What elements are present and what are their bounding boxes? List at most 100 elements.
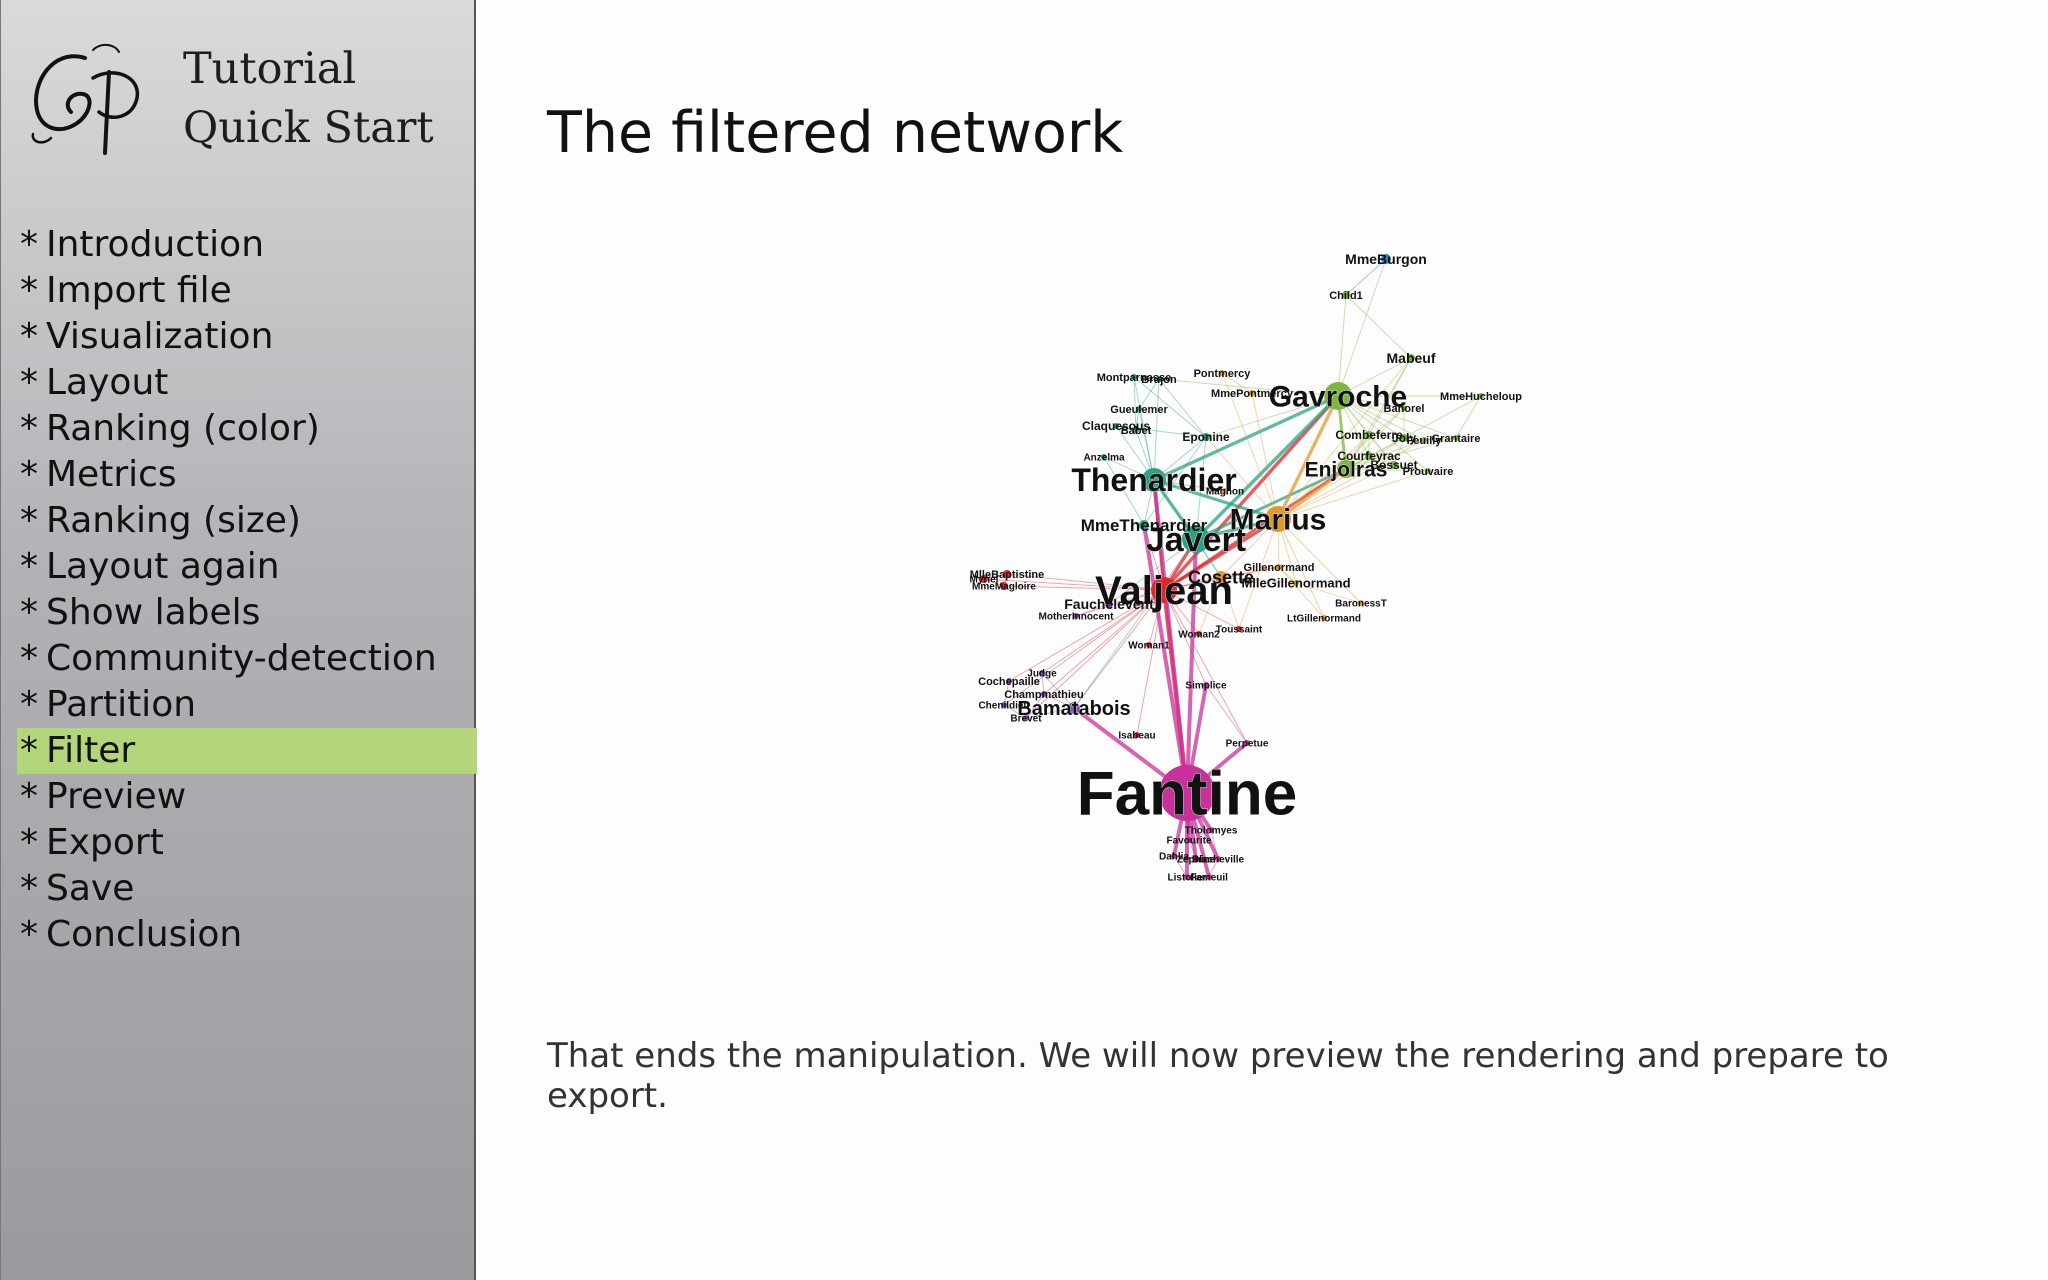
graph-node bbox=[1358, 600, 1364, 606]
graph-node-label: Combeferre bbox=[1335, 428, 1403, 442]
graph-node bbox=[1151, 577, 1177, 603]
graph-node bbox=[1342, 291, 1350, 299]
graph-node-label: Prouvaire bbox=[1403, 466, 1454, 478]
nav-item-filter[interactable]: *Filter bbox=[17, 728, 477, 774]
graph-edge bbox=[1188, 829, 1212, 841]
nav-item-partition[interactable]: *Partition bbox=[17, 682, 477, 728]
graph-edge bbox=[1277, 464, 1395, 520]
nav-item-ranking-color[interactable]: *Ranking (color) bbox=[17, 406, 477, 452]
graph-edge bbox=[1277, 518, 1362, 604]
graph-edge bbox=[1143, 436, 1207, 526]
graph-edge bbox=[1075, 589, 1165, 617]
graph-edge bbox=[1423, 437, 1457, 441]
graph-edge bbox=[1158, 378, 1339, 397]
nav-item-introduction[interactable]: *Introduction bbox=[17, 222, 477, 268]
nav-item-metrics[interactable]: *Metrics bbox=[17, 452, 477, 498]
nav-bullet: * bbox=[20, 822, 38, 863]
graph-node bbox=[1006, 678, 1012, 684]
nav-item-conclusion[interactable]: *Conclusion bbox=[17, 912, 477, 958]
graph-edge bbox=[1221, 372, 1279, 520]
graph-node-label: Montparnasse bbox=[1097, 372, 1172, 384]
graph-node-label: Joly bbox=[1392, 431, 1416, 445]
graph-edge bbox=[1173, 855, 1197, 860]
graph-edge bbox=[1277, 437, 1405, 520]
graph-edge bbox=[1135, 408, 1140, 431]
graph-edge bbox=[1368, 434, 1395, 466]
graph-edge bbox=[1295, 582, 1362, 604]
graph-node-label: Woman1 bbox=[1128, 641, 1170, 652]
graph-node bbox=[1453, 435, 1459, 441]
app-title-line1: Tutorial bbox=[183, 44, 357, 94]
app-title: Tutorial Quick Start bbox=[183, 40, 434, 158]
graph-node bbox=[1101, 454, 1107, 460]
graph-node-label: Simplice bbox=[1185, 681, 1227, 692]
nav-item-show-labels[interactable]: *Show labels bbox=[17, 590, 477, 636]
graph-node bbox=[980, 575, 988, 583]
graph-node-label: MmeHucheloup bbox=[1440, 391, 1522, 403]
nav-item-community-detection[interactable]: *Community-detection bbox=[17, 636, 477, 682]
graph-edge bbox=[1238, 518, 1279, 630]
graph-edge bbox=[1185, 538, 1198, 794]
graph-node bbox=[1186, 837, 1192, 843]
graph-edge bbox=[1153, 378, 1160, 481]
graph-edge bbox=[1455, 395, 1482, 439]
graph-edge bbox=[1153, 394, 1339, 482]
nav-item-label: Filter bbox=[46, 730, 136, 771]
graph-node bbox=[1003, 570, 1011, 578]
graph-node-label: Tholomyes bbox=[1185, 826, 1238, 837]
graph-node-label: Fameuil bbox=[1190, 873, 1228, 884]
graph-edge bbox=[1025, 693, 1045, 719]
graph-edge bbox=[1220, 518, 1279, 578]
graph-edge bbox=[1133, 376, 1155, 481]
page-title: The filtered network bbox=[547, 100, 1124, 166]
graph-node-label: Gueulemer bbox=[1110, 404, 1168, 416]
graph-edge bbox=[1198, 576, 1222, 635]
graph-node-label: MmeMagloire bbox=[972, 582, 1036, 593]
graph-edge bbox=[1220, 576, 1240, 630]
nav-item-layout[interactable]: *Layout bbox=[17, 360, 477, 406]
nav-item-import-file[interactable]: *Import file bbox=[17, 268, 477, 314]
graph-node bbox=[1208, 827, 1214, 833]
graph-edge bbox=[1006, 573, 1165, 591]
nav-item-export[interactable]: *Export bbox=[17, 820, 477, 866]
graph-edge bbox=[1158, 378, 1207, 438]
graph-node bbox=[1390, 461, 1398, 469]
nav-item-preview[interactable]: *Preview bbox=[17, 774, 477, 820]
graph-edge bbox=[1133, 376, 1137, 431]
graph-node-label: MlleBaptistine bbox=[970, 569, 1045, 581]
edge-layer bbox=[983, 258, 1482, 878]
graph-edge bbox=[1025, 707, 1075, 719]
nav-item-ranking-size[interactable]: *Ranking (size) bbox=[17, 498, 477, 544]
graph-edge bbox=[1152, 479, 1189, 794]
graph-edge bbox=[1337, 395, 1425, 441]
graph-node bbox=[1156, 376, 1162, 382]
graph-edge bbox=[1277, 357, 1412, 520]
graph-node bbox=[1236, 626, 1242, 632]
nav-item-save[interactable]: *Save bbox=[17, 866, 477, 912]
graph-node-label: Fauchelevent bbox=[1064, 596, 1154, 612]
graph-edge bbox=[983, 578, 1165, 591]
graph-node-label: Bamatabois bbox=[1017, 698, 1130, 720]
nav-item-label: Layout bbox=[46, 362, 169, 403]
graph-edge bbox=[1337, 395, 1429, 472]
graph-node-label: Bahorel bbox=[1384, 403, 1425, 415]
graph-node bbox=[1193, 856, 1199, 862]
nav-bullet: * bbox=[20, 362, 38, 403]
graph-node bbox=[1401, 405, 1407, 411]
nav-item-label: Save bbox=[46, 868, 135, 909]
graph-edge bbox=[1153, 478, 1279, 521]
graph-node bbox=[1206, 874, 1212, 880]
graph-node bbox=[1134, 732, 1140, 738]
graph-node bbox=[1113, 423, 1119, 429]
caption: That ends the manipulation. We will now … bbox=[547, 1036, 1889, 1116]
nav-item-layout-again[interactable]: *Layout again bbox=[17, 544, 477, 590]
graph-edge bbox=[1278, 566, 1325, 619]
nav-bullet: * bbox=[20, 270, 38, 311]
graph-node-label: Pontmercy bbox=[1194, 368, 1252, 380]
graph-node bbox=[1293, 580, 1299, 586]
nav-item-visualization[interactable]: *Visualization bbox=[17, 314, 477, 360]
graph-node-label: Grantaire bbox=[1432, 433, 1481, 445]
sidebar: Tutorial Quick Start *Introduction*Impor… bbox=[0, 0, 477, 1280]
graph-node bbox=[1321, 615, 1327, 621]
